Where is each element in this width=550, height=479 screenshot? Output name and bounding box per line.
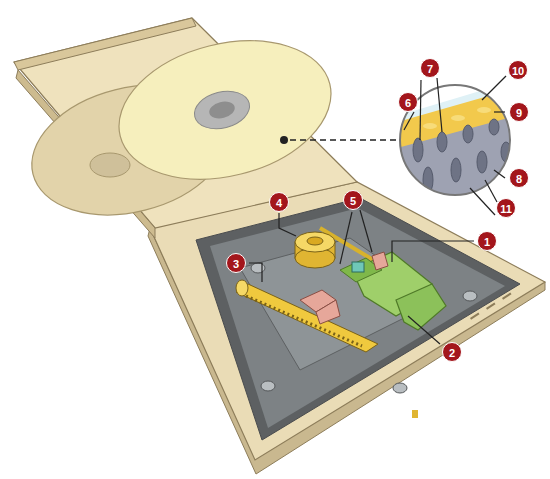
callout-number: 5	[343, 190, 363, 210]
callout-number: 9	[509, 102, 529, 122]
callout-number: 6	[398, 92, 418, 112]
callout-number: 11	[496, 198, 516, 218]
callout-number: 7	[420, 58, 440, 78]
callout-number: 10	[508, 60, 528, 80]
laser-pickup	[340, 252, 446, 330]
callout-number: 3	[226, 253, 246, 273]
gears	[300, 290, 340, 324]
zoom-line	[290, 139, 398, 141]
lead-screw	[236, 280, 378, 352]
magnified-disc-layers	[390, 74, 530, 215]
drive-cavity	[196, 198, 520, 440]
callout-number: 8	[509, 168, 529, 188]
callout-number: 2	[442, 342, 462, 362]
front-vents	[412, 293, 511, 418]
compact-disc	[104, 20, 346, 200]
leader-lines	[249, 76, 506, 344]
tray-hole	[90, 153, 130, 177]
drive-body-top	[150, 182, 545, 460]
callout-number: 4	[269, 192, 289, 212]
mechanism-plate	[210, 208, 505, 428]
zoom-point	[280, 136, 288, 144]
callout-number: 1	[477, 231, 497, 251]
spindle-motor	[295, 232, 335, 268]
